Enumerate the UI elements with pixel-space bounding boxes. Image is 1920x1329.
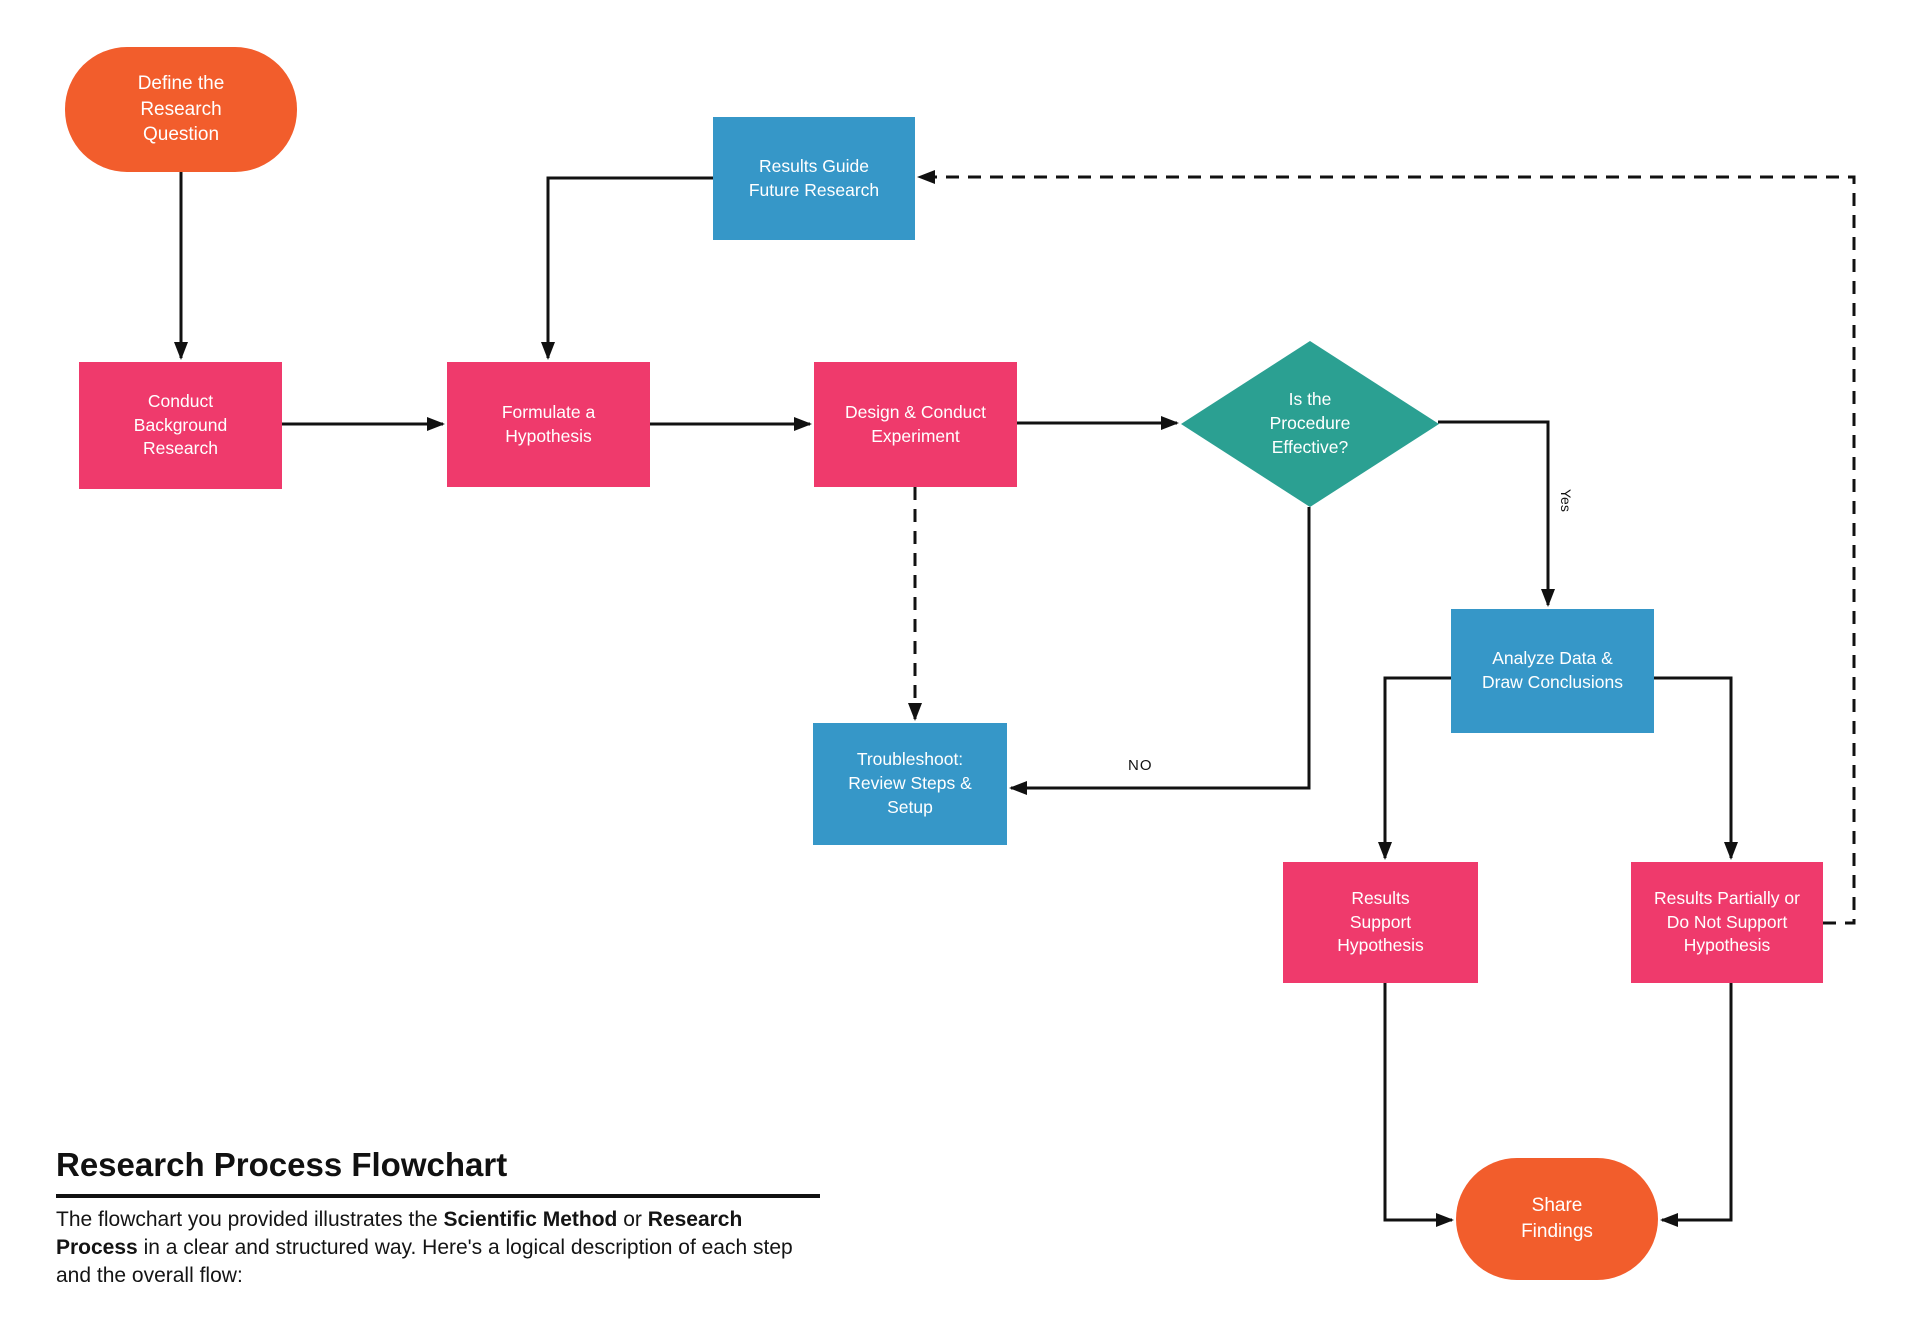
edge-decision-yes-to-analyze (1438, 420, 1555, 607)
description-paragraph: The flowchart you provided illustrates t… (56, 1206, 876, 1290)
node-label: Troubleshoot: Review Steps & Setup (848, 749, 972, 817)
node-label: Share Findings (1521, 1195, 1593, 1242)
node-label: Results Support Hypothesis (1337, 887, 1424, 956)
paragraph-line-1: The flowchart you provided illustrates t… (56, 1206, 876, 1234)
node-label: Conduct Background Research (133, 390, 228, 459)
node-results-guide-future-research: Results Guide Future Research (713, 117, 915, 240)
paragraph-bold-scientific-method: Scientific Method (443, 1208, 618, 1231)
node-label: Analyze Data & Draw Conclusions (1481, 648, 1624, 692)
node-results-partially-support-hypothesis: Results Partially or Do Not Support Hypo… (1631, 862, 1823, 983)
paragraph-line-2: Process in a clear and structured way. H… (56, 1234, 876, 1262)
paragraph-text: or (617, 1208, 648, 1231)
node-label: Formulate a Hypothesis (501, 401, 596, 446)
edge-support-to-share (1383, 983, 1454, 1227)
edge-analyze-to-support (1378, 676, 1451, 860)
node-troubleshoot-review-steps: Troubleshoot: Review Steps & Setup (813, 723, 1007, 845)
paragraph-line-3: and the overall flow: (56, 1262, 876, 1290)
paragraph-bold-research: Research (647, 1208, 743, 1231)
edge-partially-to-guide-feedback-dashed (917, 170, 1856, 925)
paragraph-text: and the overall flow: (56, 1264, 243, 1287)
paragraph-bold-process: Process (56, 1236, 138, 1259)
node-define-research-question: Define the Research Question (65, 47, 297, 172)
node-conduct-background-research: Conduct Background Research (79, 362, 282, 489)
node-label: Results Guide Future Research (748, 155, 880, 200)
node-analyze-data-draw-conclusions: Analyze Data & Draw Conclusions (1451, 609, 1654, 733)
edge-analyze-to-partially (1654, 676, 1738, 860)
node-label: Define the Research Question (137, 72, 225, 146)
edge-decision-no-to-troubleshoot (1009, 507, 1311, 795)
node-label: Design & Conduct Experiment (844, 401, 987, 446)
node-share-findings: Share Findings (1456, 1158, 1658, 1280)
edge-label-yes: Yes (1558, 489, 1574, 512)
node-results-support-hypothesis: Results Support Hypothesis (1283, 862, 1478, 983)
edge-label-no: NO (1128, 757, 1153, 774)
node-label: Is the Procedure Effective? (1269, 389, 1351, 457)
paragraph-text: The flowchart you provided illustrates t… (56, 1208, 444, 1231)
page-title: Research Process Flowchart (56, 1146, 508, 1183)
edge-partially-to-share (1660, 983, 1733, 1227)
edge-guide-to-formulate (541, 176, 713, 360)
node-design-conduct-experiment: Design & Conduct Experiment (814, 362, 1017, 487)
title-underline (56, 1194, 820, 1198)
paragraph-text: in a clear and structured way. Here's a … (137, 1236, 793, 1259)
node-label: Results Partially or Do Not Support Hypo… (1654, 887, 1800, 956)
node-formulate-hypothesis: Formulate a Hypothesis (447, 362, 650, 487)
